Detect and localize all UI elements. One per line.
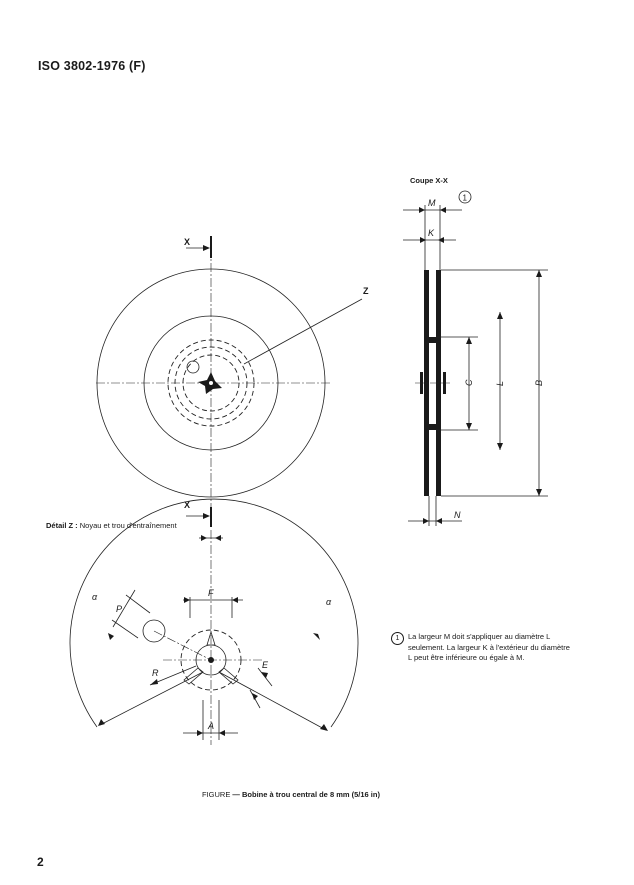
arrow-c-top xyxy=(466,337,472,344)
section-view-title: Coupe X-X xyxy=(410,176,448,185)
trefoil-slot-right xyxy=(218,667,239,685)
arrow-c-bottom xyxy=(466,423,472,430)
footnote-text: La largeur M doit s'appliquer au diamètr… xyxy=(408,632,570,662)
page-number: 2 xyxy=(37,855,44,869)
detail-top-arrow-left xyxy=(201,535,207,541)
detail-title-bold: Détail Z : xyxy=(46,521,78,530)
ext-line-p-top xyxy=(125,594,151,614)
hub-bottom xyxy=(429,424,436,430)
section-view: 1 M K C L xyxy=(403,190,548,526)
dimension-line-r xyxy=(149,665,197,686)
section-arrow-bottom-head xyxy=(203,513,210,519)
dimension-line-p xyxy=(112,589,136,628)
arrow-l-bottom xyxy=(497,443,503,450)
arrow-k-left xyxy=(420,237,426,243)
dimension-label-k: K xyxy=(428,228,435,238)
section-mark-bottom-label: X xyxy=(184,500,190,510)
arrow-l-top xyxy=(497,312,503,319)
arrow-alpha-right-bottom xyxy=(320,724,328,731)
section-note-marker-label: 1 xyxy=(463,194,468,203)
arrow-f-right xyxy=(232,597,238,603)
arrow-n-left xyxy=(423,518,429,524)
core-dashed-circle xyxy=(174,346,248,420)
figure-caption: FIGURE — Bobine à trou central de 8 mm (… xyxy=(202,790,380,799)
dimension-label-f: F xyxy=(208,588,214,598)
angle-radial-left xyxy=(99,671,204,726)
dimension-label-b: B xyxy=(534,380,544,386)
arrow-e-top xyxy=(261,672,268,678)
hub-top xyxy=(429,337,436,343)
arrow-e-bottom xyxy=(252,693,258,700)
figure-caption-text: — Bobine à trou central de 8 mm (5/16 in… xyxy=(230,790,380,799)
trefoil-slot-left xyxy=(183,667,204,685)
ext-line-p-bottom xyxy=(111,619,139,639)
dimension-label-m: M xyxy=(428,198,436,208)
trefoil-slot-top xyxy=(206,630,216,646)
section-mark-top-label: X xyxy=(184,237,190,247)
arrow-k-right xyxy=(438,237,444,243)
detail-callout-leader xyxy=(243,298,363,365)
detail-view: P F R E A α α xyxy=(69,498,359,745)
dimension-label-e: E xyxy=(262,660,269,670)
dimension-label-c: C xyxy=(464,379,474,386)
page-title: ISO 3802-1976 (F) xyxy=(38,59,146,73)
arrow-a-right xyxy=(219,730,225,736)
alpha-label-left: α xyxy=(92,592,98,602)
arrow-m-left xyxy=(419,207,425,213)
front-view: X X Z xyxy=(96,236,369,527)
hub-circle xyxy=(143,315,279,451)
section-note-marker xyxy=(458,190,472,204)
dimension-label-p: P xyxy=(116,604,122,614)
detail-core-dashed-circle xyxy=(180,629,242,691)
dimension-line-e xyxy=(257,667,273,687)
figure-caption-prefix: FIGURE xyxy=(202,790,231,799)
arrow-a-left xyxy=(197,730,203,736)
inner-dashed-circle xyxy=(182,354,240,412)
detail-title: Détail Z : Noyau et trou d'entraînement xyxy=(46,521,177,530)
detail-drive-hole xyxy=(142,619,166,643)
dimension-label-a: A xyxy=(207,721,214,731)
detail-dashed-circle xyxy=(167,339,255,427)
core-right xyxy=(443,372,446,394)
arrow-n-right xyxy=(436,518,442,524)
detail-callout-label: Z xyxy=(363,286,369,296)
footnote-marker: 1 xyxy=(391,632,404,645)
detail-title-rest: Noyau et trou d'entraînement xyxy=(77,521,177,530)
dimension-label-n: N xyxy=(454,510,461,520)
arrow-alpha-left-bottom xyxy=(98,719,105,726)
arrow-alpha-left-top xyxy=(108,633,114,640)
dimension-label-l: L xyxy=(495,381,505,386)
dimension-label-r: R xyxy=(152,668,159,678)
arrow-r xyxy=(150,679,158,685)
detail-top-arrow-right xyxy=(215,535,221,541)
arrow-alpha-right-top xyxy=(313,633,320,640)
arrow-f-left xyxy=(184,597,190,603)
angle-radial-right xyxy=(218,671,327,731)
arrow-b-bottom xyxy=(536,489,542,496)
center-hole xyxy=(209,381,213,385)
alpha-label-right: α xyxy=(326,597,332,607)
arrow-b-top xyxy=(536,270,542,277)
drive-hole xyxy=(186,360,200,374)
drive-hole-centerline xyxy=(153,630,212,661)
detail-outer-arc xyxy=(69,498,359,728)
arrow-m-right xyxy=(440,207,446,213)
flange-outer-circle xyxy=(96,268,326,498)
section-arrow-top-head xyxy=(203,245,210,251)
